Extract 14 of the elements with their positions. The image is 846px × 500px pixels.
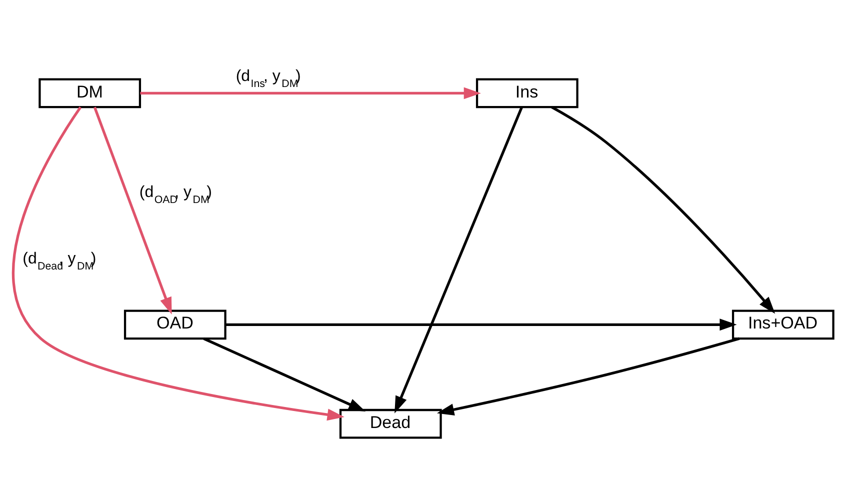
- arrow: [225, 318, 737, 331]
- node-box: DM: [38, 78, 142, 108]
- arrow: [140, 87, 481, 100]
- node-box: Ins+OAD: [732, 310, 834, 340]
- arrow: [203, 337, 366, 412]
- arrow: [436, 337, 740, 416]
- node-box: OAD: [124, 310, 226, 340]
- arrow: [394, 106, 524, 414]
- arrow: [551, 106, 776, 314]
- node-box: Dead: [339, 408, 442, 439]
- edge-label: (d$_{Ins}$, y$_{DM}$): [236, 68, 301, 90]
- node-box: Ins: [476, 78, 578, 108]
- arrow: [12, 106, 344, 421]
- arrow: [93, 106, 172, 315]
